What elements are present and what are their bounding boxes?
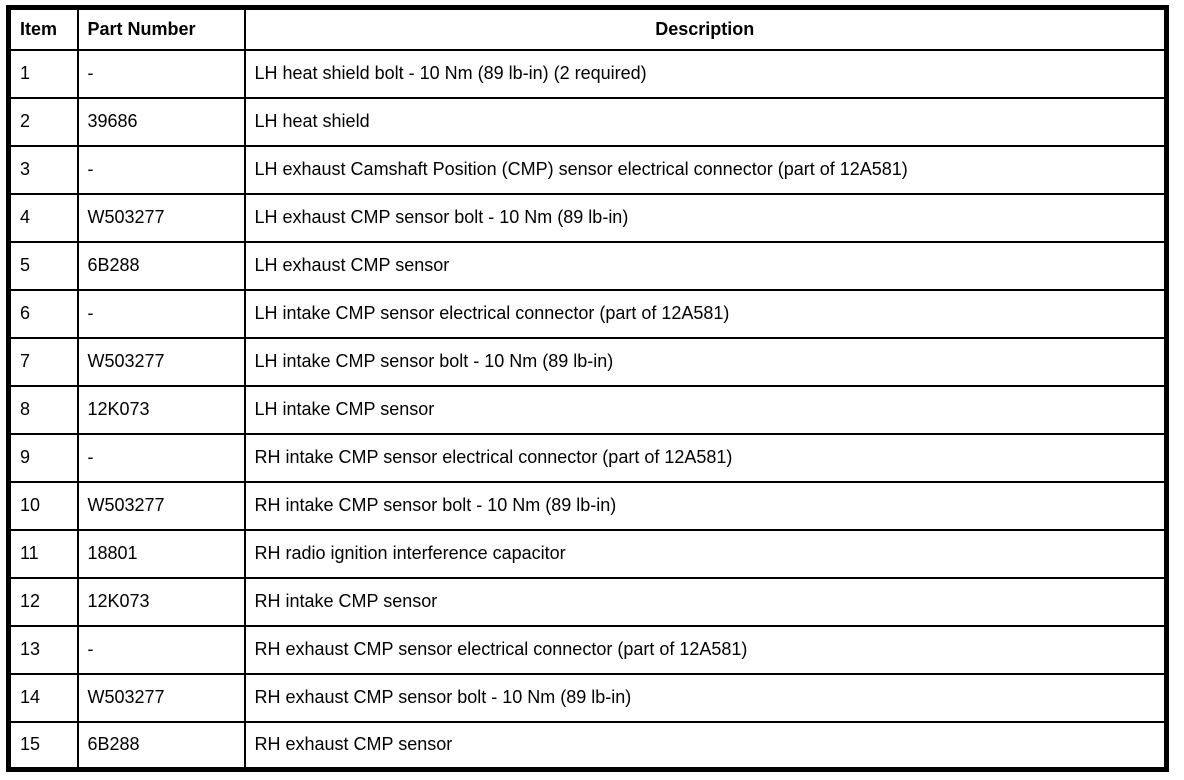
table-row: 7 W503277 LH intake CMP sensor bolt - 10…: [7, 336, 1168, 387]
cell-item: 4: [7, 192, 79, 243]
cell-description: LH heat shield: [243, 96, 1168, 147]
cell-part-number: -: [76, 288, 246, 339]
cell-part-number: -: [76, 144, 246, 195]
cell-part-number: 6B288: [76, 240, 246, 291]
table-row: 6 - LH intake CMP sensor electrical conn…: [7, 288, 1168, 339]
table-row: 9 - RH intake CMP sensor electrical conn…: [7, 432, 1168, 483]
cell-description: RH exhaust CMP sensor electrical connect…: [243, 624, 1168, 675]
table-row: 5 6B288 LH exhaust CMP sensor: [7, 240, 1168, 291]
cell-description: LH heat shield bolt - 10 Nm (89 lb-in) (…: [243, 48, 1168, 99]
cell-item: 14: [7, 672, 79, 723]
column-header-description: Description: [243, 6, 1168, 51]
column-header-part-number: Part Number: [76, 6, 246, 51]
cell-description: LH exhaust CMP sensor: [243, 240, 1168, 291]
cell-description: RH intake CMP sensor bolt - 10 Nm (89 lb…: [243, 480, 1168, 531]
table-header-row: Item Part Number Description: [7, 6, 1168, 51]
table-row: 10 W503277 RH intake CMP sensor bolt - 1…: [7, 480, 1168, 531]
table-row: 4 W503277 LH exhaust CMP sensor bolt - 1…: [7, 192, 1168, 243]
cell-part-number: 39686: [76, 96, 246, 147]
table-row: 12 12K073 RH intake CMP sensor: [7, 576, 1168, 627]
cell-item: 10: [7, 480, 79, 531]
cell-description: LH exhaust Camshaft Position (CMP) senso…: [243, 144, 1168, 195]
cell-part-number: 12K073: [76, 576, 246, 627]
cell-item: 3: [7, 144, 79, 195]
parts-table: Item Part Number Description 1 - LH heat…: [6, 5, 1169, 772]
cell-item: 9: [7, 432, 79, 483]
cell-item: 7: [7, 336, 79, 387]
cell-item: 6: [7, 288, 79, 339]
cell-part-number: W503277: [76, 672, 246, 723]
table-row: 11 18801 RH radio ignition interference …: [7, 528, 1168, 579]
cell-item: 12: [7, 576, 79, 627]
cell-description: LH intake CMP sensor bolt - 10 Nm (89 lb…: [243, 336, 1168, 387]
cell-description: RH exhaust CMP sensor: [243, 720, 1168, 771]
cell-description: LH intake CMP sensor: [243, 384, 1168, 435]
table-row: 15 6B288 RH exhaust CMP sensor: [7, 720, 1168, 771]
cell-part-number: W503277: [76, 336, 246, 387]
cell-part-number: W503277: [76, 480, 246, 531]
table-row: 1 - LH heat shield bolt - 10 Nm (89 lb-i…: [7, 48, 1168, 99]
cell-part-number: 18801: [76, 528, 246, 579]
cell-item: 13: [7, 624, 79, 675]
cell-part-number: -: [76, 48, 246, 99]
table-row: 8 12K073 LH intake CMP sensor: [7, 384, 1168, 435]
table-row: 14 W503277 RH exhaust CMP sensor bolt - …: [7, 672, 1168, 723]
cell-description: RH intake CMP sensor electrical connecto…: [243, 432, 1168, 483]
cell-part-number: W503277: [76, 192, 246, 243]
cell-description: RH intake CMP sensor: [243, 576, 1168, 627]
column-header-item: Item: [7, 6, 79, 51]
cell-part-number: -: [76, 432, 246, 483]
table-row: 13 - RH exhaust CMP sensor electrical co…: [7, 624, 1168, 675]
cell-description: RH exhaust CMP sensor bolt - 10 Nm (89 l…: [243, 672, 1168, 723]
cell-item: 11: [7, 528, 79, 579]
cell-item: 2: [7, 96, 79, 147]
cell-part-number: 12K073: [76, 384, 246, 435]
table-row: 2 39686 LH heat shield: [7, 96, 1168, 147]
cell-item: 15: [7, 720, 79, 771]
table-row: 3 - LH exhaust Camshaft Position (CMP) s…: [7, 144, 1168, 195]
cell-item: 5: [7, 240, 79, 291]
cell-item: 8: [7, 384, 79, 435]
cell-description: RH radio ignition interference capacitor: [243, 528, 1168, 579]
cell-description: LH intake CMP sensor electrical connecto…: [243, 288, 1168, 339]
cell-part-number: -: [76, 624, 246, 675]
cell-part-number: 6B288: [76, 720, 246, 771]
cell-description: LH exhaust CMP sensor bolt - 10 Nm (89 l…: [243, 192, 1168, 243]
cell-item: 1: [7, 48, 79, 99]
